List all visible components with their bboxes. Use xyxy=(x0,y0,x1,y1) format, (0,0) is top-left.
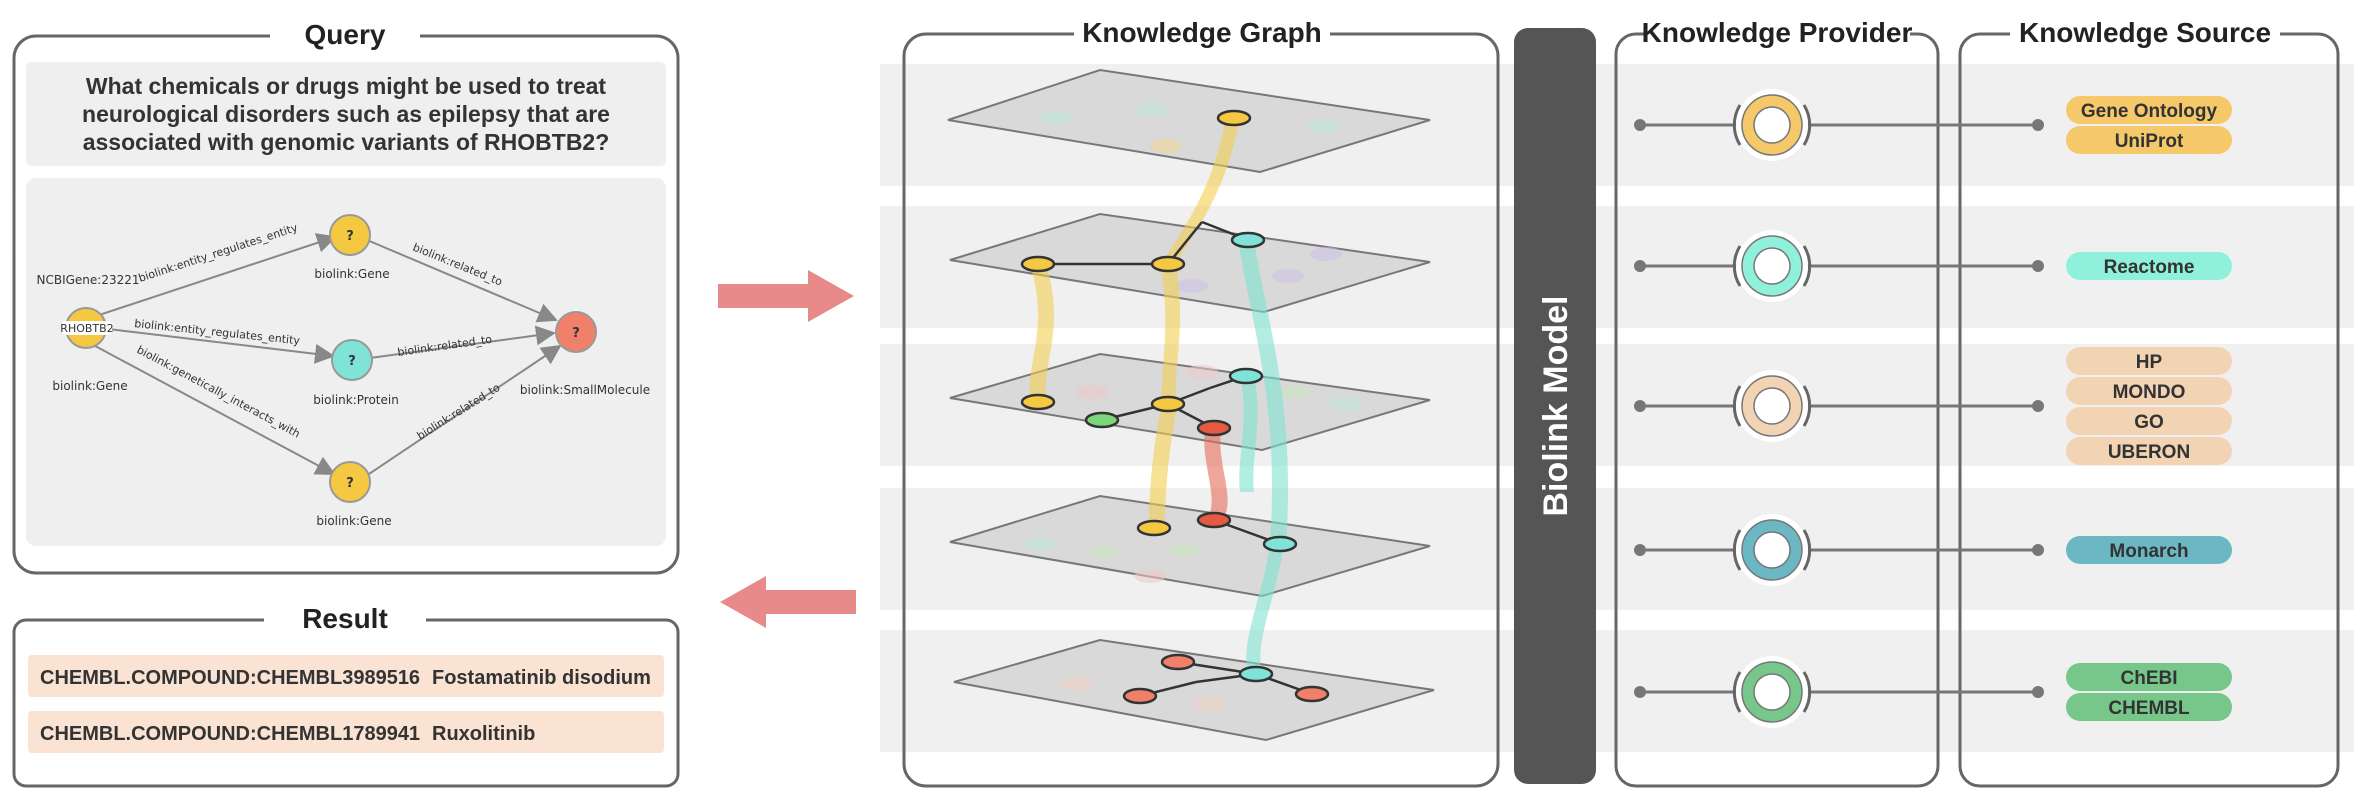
knowledge-source-label: Reactome xyxy=(2104,257,2195,278)
knowledge-graph-title: Knowledge Graph xyxy=(1082,17,1322,48)
knowledge-source-pill[interactable]: ChEBI xyxy=(2066,663,2232,691)
knowledge-source-pill[interactable]: UniProt xyxy=(2066,126,2232,154)
knowledge-source-pill[interactable]: UBERON xyxy=(2066,437,2232,465)
knowledge-source-label: ChEBI xyxy=(2121,668,2178,689)
provider-ring-icon[interactable] xyxy=(1732,656,1812,728)
kg-faded-nodes xyxy=(1024,103,1362,711)
node-label: biolink:Gene xyxy=(52,379,127,393)
node-label: biolink:SmallMolecule xyxy=(520,383,650,397)
connector-dot xyxy=(1634,119,1646,131)
result-row[interactable]: CHEMBL.COMPOUND:CHEMBL1789941 Ruxolitini… xyxy=(28,711,664,753)
svg-text:RHOBTB2: RHOBTB2 xyxy=(60,322,113,335)
query-node-gene-2: ? biolink:Gene xyxy=(316,461,392,528)
knowledge-source-pill[interactable]: CHEMBL xyxy=(2066,693,2232,721)
provider-layer-4: Monarch xyxy=(1634,514,2232,586)
provider-layer-5: ChEBI CHEMBL xyxy=(1634,656,2232,728)
provider-ring-icon[interactable] xyxy=(1732,514,1812,586)
svg-text:?: ? xyxy=(572,326,580,341)
connector-dot xyxy=(2032,260,2044,272)
result-panel: Result CHEMBL.COMPOUND:CHEMBL3989516 Fos… xyxy=(12,598,680,788)
knowledge-graph-panel: Knowledge Graph xyxy=(902,12,1500,788)
connector-dot xyxy=(2032,686,2044,698)
knowledge-source-label: Monarch xyxy=(2109,541,2188,562)
biolink-model-label: Biolink Model xyxy=(1537,296,1575,517)
query-graph-edges xyxy=(83,233,562,477)
provider-ring-icon[interactable] xyxy=(1732,230,1812,302)
query-node-rhobtb2: RHOBTB2 NCBIGene:23221 biolink:Gene xyxy=(36,273,139,393)
connector-dot xyxy=(1634,544,1646,556)
knowledge-source-label: UBERON xyxy=(2108,442,2190,463)
query-node-gene-1: ? biolink:Gene xyxy=(314,214,390,281)
provider-layer-3: HP MONDO GO UBERON xyxy=(1634,347,2232,465)
result-title: Result xyxy=(302,603,388,634)
knowledge-source-pill[interactable]: HP xyxy=(2066,347,2232,375)
knowledge-source-pill[interactable]: Gene Ontology xyxy=(2066,96,2232,124)
provider-ring-icon[interactable] xyxy=(1732,370,1812,442)
query-question-line-3: associated with genomic variants of RHOB… xyxy=(83,129,610,155)
knowledge-source-title: Knowledge Source xyxy=(2019,17,2271,48)
query-node-small-molecule: ? biolink:SmallMolecule xyxy=(520,311,650,397)
arrow-left-icon xyxy=(720,576,856,628)
connector-dot xyxy=(2032,544,2044,556)
result-id: CHEMBL.COMPOUND:CHEMBL1789941 xyxy=(40,723,420,745)
result-name: Ruxolitinib xyxy=(432,723,535,745)
result-row[interactable]: CHEMBL.COMPOUND:CHEMBL3989516 Fostamatin… xyxy=(28,655,664,697)
connector-dot xyxy=(1634,400,1646,412)
node-label: biolink:Gene xyxy=(314,267,389,281)
node-top-label: NCBIGene:23221 xyxy=(36,273,139,287)
query-question-line-2: neurological disorders such as epilepsy … xyxy=(82,101,610,127)
connector-dot xyxy=(2032,400,2044,412)
knowledge-provider-panel: Knowledge Provider xyxy=(1614,12,1940,788)
result-id: CHEMBL.COMPOUND:CHEMBL3989516 xyxy=(40,667,420,689)
knowledge-source-label: HP xyxy=(2136,352,2163,373)
kg-nodes xyxy=(1020,109,1330,705)
svg-text:?: ? xyxy=(346,476,354,491)
svg-text:?: ? xyxy=(348,354,356,369)
connector-dot xyxy=(1634,260,1646,272)
provider-ring-icon[interactable] xyxy=(1732,89,1812,161)
knowledge-source-pill[interactable]: GO xyxy=(2066,407,2232,435)
knowledge-source-pill[interactable]: MONDO xyxy=(2066,377,2232,405)
knowledge-source-pill[interactable]: Monarch xyxy=(2066,536,2232,564)
svg-text:?: ? xyxy=(346,229,354,244)
knowledge-source-label: MONDO xyxy=(2113,382,2186,403)
biolink-model-bar: Biolink Model xyxy=(1514,28,1596,784)
query-node-protein: ? biolink:Protein xyxy=(313,339,399,407)
kg-ribbons xyxy=(1029,118,1289,674)
knowledge-source-panel: Knowledge Source xyxy=(1958,12,2340,788)
knowledge-source-label: CHEMBL xyxy=(2108,698,2190,719)
node-label: biolink:Gene xyxy=(316,514,391,528)
arrow-right-icon xyxy=(718,270,854,322)
knowledge-source-label: GO xyxy=(2134,412,2164,433)
knowledge-source-pill[interactable]: Reactome xyxy=(2066,252,2232,280)
connector-dot xyxy=(1634,686,1646,698)
knowledge-provider-title: Knowledge Provider xyxy=(1642,17,1913,48)
knowledge-source-label: Gene Ontology xyxy=(2081,101,2218,122)
node-label: biolink:Protein xyxy=(313,393,399,407)
knowledge-source-label: UniProt xyxy=(2115,131,2184,152)
query-title: Query xyxy=(305,19,386,50)
provider-layer-2: Reactome xyxy=(1634,230,2232,302)
connector-dot xyxy=(2032,119,2044,131)
query-panel: Query What chemicals or drugs might be u… xyxy=(12,14,680,575)
query-question-line-1: What chemicals or drugs might be used to… xyxy=(86,73,606,99)
result-name: Fostamatinib disodium xyxy=(432,667,651,689)
